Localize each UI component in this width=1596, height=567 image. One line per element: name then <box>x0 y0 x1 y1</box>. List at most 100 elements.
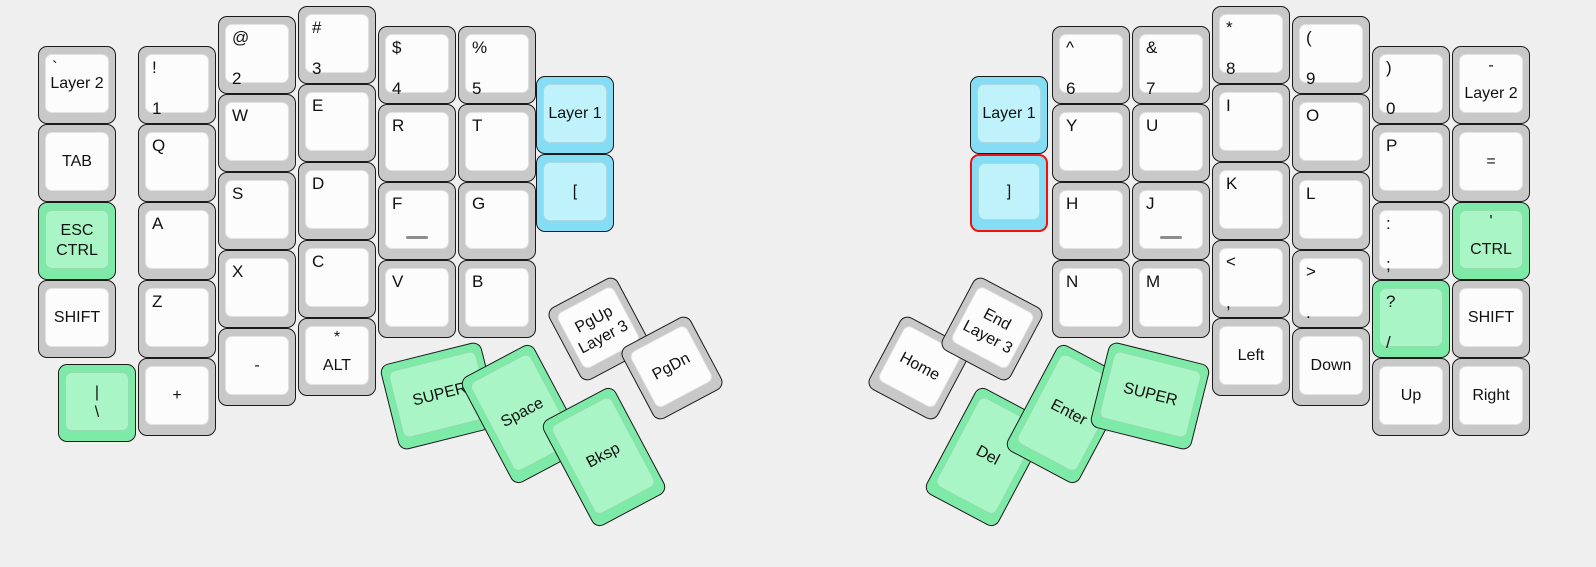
keycap: ?/ <box>1379 288 1443 352</box>
key-r-down[interactable]: Down <box>1292 328 1370 406</box>
keycap: )0 <box>1379 54 1443 118</box>
key-legend-main: Layer 2 <box>50 74 104 92</box>
key-l-5[interactable]: %5 <box>458 26 536 104</box>
key-legend-main: Down <box>1310 356 1352 374</box>
key-r-quote-ctrl[interactable]: 'CTRL <box>1452 202 1530 280</box>
key-l-a[interactable]: A <box>138 202 216 280</box>
key-legend-top: ) <box>1386 58 1392 77</box>
key-r-up[interactable]: Up <box>1372 358 1450 436</box>
key-r-right[interactable]: Right <box>1452 358 1530 436</box>
key-r-8[interactable]: *8 <box>1212 6 1290 84</box>
key-r-n[interactable]: N <box>1052 260 1130 338</box>
key-l-lbracket[interactable]: [ <box>536 154 614 232</box>
key-r-minus-layer2[interactable]: -Layer 2 <box>1452 46 1530 124</box>
key-l-c[interactable]: C <box>298 240 376 318</box>
key-r-9[interactable]: (9 <box>1292 16 1370 94</box>
key-l-plus[interactable]: + <box>138 358 216 436</box>
key-legend-top: R <box>392 116 405 135</box>
keycap: Bksp <box>549 395 658 517</box>
key-legend-top: ( <box>1306 28 1312 47</box>
key-l-3[interactable]: #3 <box>298 6 376 84</box>
keycap: Up <box>1379 366 1443 425</box>
key-l-d[interactable]: D <box>298 162 376 240</box>
keycap: Q <box>145 132 209 191</box>
key-legend-top: O <box>1306 106 1320 125</box>
key-r-rbracket[interactable]: ] <box>970 154 1048 232</box>
key-r-semicolon[interactable]: :; <box>1372 202 1450 280</box>
key-l-4[interactable]: $4 <box>378 26 456 104</box>
key-legend-top: J <box>1146 194 1155 213</box>
key-l-t[interactable]: T <box>458 104 536 182</box>
key-r-comma[interactable]: <, <box>1212 240 1290 318</box>
key-l-pipe-bslash[interactable]: |\ <box>58 364 136 442</box>
key-r-o[interactable]: O <box>1292 94 1370 172</box>
key-r-k[interactable]: K <box>1212 162 1290 240</box>
key-legend-top: ` <box>52 58 58 77</box>
key-legend-line2: \ <box>94 403 100 421</box>
key-r-left[interactable]: Left <box>1212 318 1290 396</box>
key-l-2[interactable]: @2 <box>218 16 296 94</box>
key-r-period[interactable]: >. <box>1292 250 1370 328</box>
key-r-j[interactable]: J <box>1132 182 1210 260</box>
keycap: H <box>1059 190 1123 249</box>
key-r-0[interactable]: )0 <box>1372 46 1450 124</box>
key-legend-top: * <box>1226 18 1233 37</box>
key-r-u[interactable]: U <box>1132 104 1210 182</box>
key-l-s[interactable]: S <box>218 172 296 250</box>
key-legend-top: U <box>1146 116 1159 135</box>
key-l-r[interactable]: R <box>378 104 456 182</box>
key-r-h[interactable]: H <box>1052 182 1130 260</box>
key-legend-top: S <box>232 184 244 203</box>
key-legend-main: Right <box>1472 386 1510 404</box>
key-l-f[interactable]: F <box>378 182 456 260</box>
key-r-slash[interactable]: ?/ <box>1372 280 1450 358</box>
key-legend-bottom: 2 <box>232 69 242 88</box>
key-legend-bottom: ; <box>1386 255 1391 274</box>
key-legend-bottom: 4 <box>392 79 402 98</box>
key-l-w[interactable]: W <box>218 94 296 172</box>
keycap: <, <box>1219 248 1283 312</box>
key-l-q[interactable]: Q <box>138 124 216 202</box>
key-l-minus[interactable]: - <box>218 328 296 406</box>
key-l-b[interactable]: B <box>458 260 536 338</box>
key-r-p[interactable]: P <box>1372 124 1450 202</box>
key-legend-bottom: 3 <box>312 59 322 78</box>
key-legend-bottom: 8 <box>1226 59 1236 78</box>
key-r-equal[interactable]: = <box>1452 124 1530 202</box>
keycap: %5 <box>465 34 529 98</box>
key-legend-top: B <box>472 272 484 291</box>
key-l-e[interactable]: E <box>298 84 376 162</box>
key-r-6[interactable]: ^6 <box>1052 26 1130 104</box>
key-legend-bottom-centered: ALT <box>322 357 352 374</box>
key-r-y[interactable]: Y <box>1052 104 1130 182</box>
key-legend-top: ^ <box>1066 38 1074 57</box>
key-legend-top: % <box>472 38 488 57</box>
key-r-i[interactable]: I <box>1212 84 1290 162</box>
key-r-layer1[interactable]: Layer 1 <box>970 76 1048 154</box>
key-r-l[interactable]: L <box>1292 172 1370 250</box>
key-legend-top: < <box>1226 252 1236 271</box>
key-legend-bottom: 9 <box>1306 69 1316 88</box>
key-r-shift[interactable]: SHIFT <box>1452 280 1530 358</box>
key-r-7[interactable]: &7 <box>1132 26 1210 104</box>
key-l-z[interactable]: Z <box>138 280 216 358</box>
keycap: J <box>1139 190 1203 249</box>
key-l-shift[interactable]: SHIFT <box>38 280 116 358</box>
keycap: Z <box>145 288 209 347</box>
keycap: B <box>465 268 529 327</box>
keycap: R <box>385 112 449 171</box>
keycap: W <box>225 102 289 161</box>
keycap: (9 <box>1299 24 1363 88</box>
key-l-grave-layer2[interactable]: `Layer 2 <box>38 46 116 124</box>
key-l-v[interactable]: V <box>378 260 456 338</box>
key-l-x[interactable]: X <box>218 250 296 328</box>
key-l-tab[interactable]: TAB <box>38 124 116 202</box>
key-legend-top: G <box>472 194 486 213</box>
key-r-super[interactable]: SUPER <box>1088 340 1212 452</box>
key-l-layer1[interactable]: Layer 1 <box>536 76 614 154</box>
key-l-1[interactable]: !1 <box>138 46 216 124</box>
key-l-alt[interactable]: *ALT <box>298 318 376 396</box>
key-l-g[interactable]: G <box>458 182 536 260</box>
key-r-m[interactable]: M <box>1132 260 1210 338</box>
